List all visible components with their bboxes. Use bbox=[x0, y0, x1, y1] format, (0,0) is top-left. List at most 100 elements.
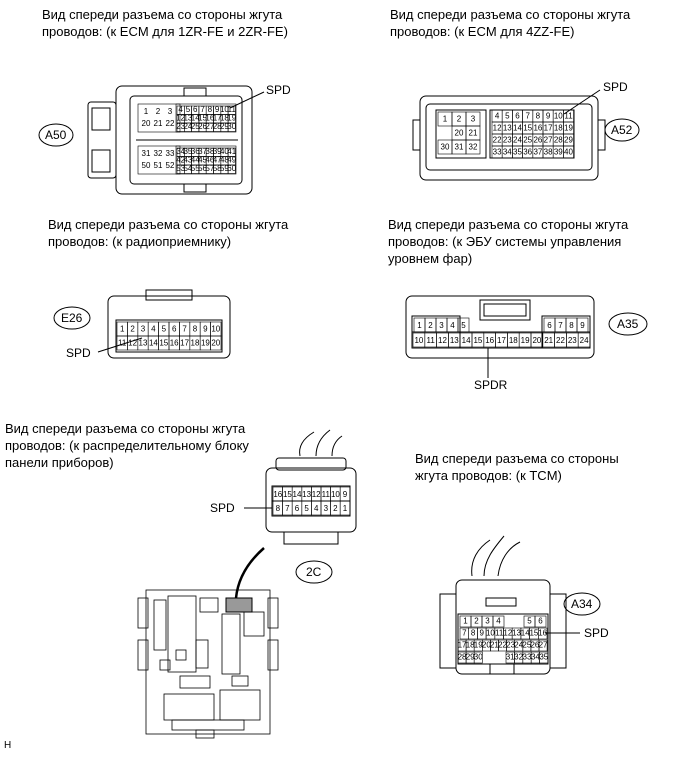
a35-pin-10: 10 bbox=[414, 336, 423, 345]
a34-pin-27: 27 bbox=[539, 640, 548, 649]
e26-pin-18: 18 bbox=[191, 339, 200, 348]
c2-pin-2: 2 bbox=[333, 504, 338, 513]
a34-pin-2: 2 bbox=[474, 617, 479, 626]
a35-pin-cell bbox=[577, 332, 591, 348]
c2-pin-12: 12 bbox=[312, 490, 321, 499]
a52-pin-30: 30 bbox=[441, 143, 450, 152]
tag-a52: A52 bbox=[611, 123, 633, 137]
a50-pin-44: 44 bbox=[191, 155, 200, 164]
a50-pin-10: 10 bbox=[220, 105, 229, 114]
a50-pin-cell bbox=[227, 164, 236, 174]
a34-pin-35: 35 bbox=[539, 652, 548, 661]
e26-pin-17: 17 bbox=[180, 339, 189, 348]
signal-label-2c: SPD bbox=[210, 501, 235, 515]
e26-pin-15: 15 bbox=[159, 339, 168, 348]
e26-pin-cell bbox=[210, 335, 222, 351]
signal-label-a35: SPDR bbox=[474, 378, 508, 392]
a50-pin-15: 15 bbox=[198, 113, 207, 122]
a52-pin-19: 19 bbox=[564, 124, 573, 133]
e26-pin-8: 8 bbox=[193, 325, 198, 334]
a35-pin-19: 19 bbox=[521, 336, 530, 345]
a50-pin-6: 6 bbox=[193, 105, 198, 114]
a50-pin-3: 3 bbox=[168, 107, 173, 116]
c2-pin-5: 5 bbox=[304, 504, 309, 513]
a34-pin-26: 26 bbox=[530, 640, 539, 649]
a50-pin-8: 8 bbox=[208, 105, 213, 114]
c2-pin-3: 3 bbox=[324, 504, 329, 513]
caption-a34: Вид спереди разъема со стороны жгута про… bbox=[415, 451, 619, 483]
a50-pin-21: 21 bbox=[154, 119, 163, 128]
a34-pin-16: 16 bbox=[538, 629, 547, 638]
a52-pin-12: 12 bbox=[493, 124, 502, 133]
a34-pin-9: 9 bbox=[480, 629, 485, 638]
a50-pin-26: 26 bbox=[198, 122, 207, 131]
c2-pin-7: 7 bbox=[285, 504, 290, 513]
a35-pin-7: 7 bbox=[558, 321, 563, 330]
a35-pin-4: 4 bbox=[450, 321, 455, 330]
e26-pin-20: 20 bbox=[211, 339, 220, 348]
a34-pin-4: 4 bbox=[496, 617, 501, 626]
a50-pin-39: 39 bbox=[213, 147, 222, 156]
a35-pin-cell bbox=[457, 317, 470, 333]
a50-pin-1: 1 bbox=[144, 107, 149, 116]
a50-pin-45: 45 bbox=[198, 155, 207, 164]
a52-pin-22: 22 bbox=[493, 136, 502, 145]
c2-pin-16: 16 bbox=[273, 490, 282, 499]
signal-label-a52: SPD bbox=[603, 80, 628, 94]
a35-pin-cell bbox=[576, 317, 589, 333]
a52-pin-27: 27 bbox=[544, 136, 553, 145]
a52-pin-20: 20 bbox=[455, 129, 464, 138]
a52-pin-cell bbox=[465, 139, 481, 155]
a34-pin-23: 23 bbox=[506, 640, 515, 649]
a50-pin-47: 47 bbox=[213, 155, 222, 164]
a50-pin-60: 60 bbox=[227, 164, 236, 173]
a52-pin-39: 39 bbox=[554, 148, 563, 157]
a50-pin-16: 16 bbox=[205, 113, 214, 122]
a35-pin-9: 9 bbox=[580, 321, 585, 330]
a34-pin-cell bbox=[473, 651, 483, 664]
e26-pin-11: 11 bbox=[118, 339, 127, 348]
connector-a50 bbox=[87, 85, 265, 195]
a52-pin-15: 15 bbox=[523, 124, 532, 133]
a34-pin-20: 20 bbox=[482, 640, 491, 649]
e26-pin-4: 4 bbox=[151, 325, 156, 334]
a50-pin-59: 59 bbox=[220, 164, 229, 173]
caption-a52: Вид спереди разъема со стороны жгута про… bbox=[390, 7, 631, 39]
a52-pin-36: 36 bbox=[523, 148, 532, 157]
caption-a35: Вид спереди разъема со стороны жгута про… bbox=[388, 217, 629, 266]
a50-pin-53: 53 bbox=[176, 164, 185, 173]
e26-pin-16: 16 bbox=[170, 339, 179, 348]
a34-pin-cell bbox=[492, 615, 505, 628]
a34-pin-cell bbox=[538, 639, 548, 652]
e26-pin-1: 1 bbox=[120, 325, 125, 334]
a50-pin-32: 32 bbox=[154, 149, 163, 158]
a52-pin-25: 25 bbox=[523, 136, 532, 145]
a34-pin-17: 17 bbox=[458, 640, 467, 649]
highlighted-connector-location bbox=[225, 597, 253, 613]
a34-pin-28: 28 bbox=[458, 652, 467, 661]
e26-pin-9: 9 bbox=[203, 325, 208, 334]
c2-pin-15: 15 bbox=[283, 490, 292, 499]
a52-pin-23: 23 bbox=[503, 136, 512, 145]
e26-pin-19: 19 bbox=[201, 339, 210, 348]
a34-pin-22: 22 bbox=[498, 640, 507, 649]
e26-pin-2: 2 bbox=[130, 325, 135, 334]
e26-pin-12: 12 bbox=[128, 339, 137, 348]
a34-pin-12: 12 bbox=[503, 629, 512, 638]
tag-a34-oval bbox=[563, 592, 601, 616]
a50-pin-41: 41 bbox=[227, 147, 236, 156]
a50-pin-38: 38 bbox=[205, 147, 214, 156]
caption-2c: Вид спереди разъема со стороны жгута про… bbox=[5, 421, 249, 470]
a50-pin-5: 5 bbox=[186, 105, 191, 114]
a52-pin-3: 3 bbox=[471, 115, 476, 124]
connector-a34 bbox=[439, 535, 580, 675]
a34-pin-19: 19 bbox=[474, 640, 483, 649]
caption-a50: Вид спереди разъема со стороны жгута про… bbox=[42, 7, 288, 39]
a35-pin-17: 17 bbox=[497, 336, 506, 345]
connector-a35 bbox=[405, 295, 595, 378]
a35-pin-21: 21 bbox=[544, 336, 553, 345]
a34-pin-25: 25 bbox=[522, 640, 531, 649]
a35-pin-2: 2 bbox=[428, 321, 433, 330]
tag-a35: A35 bbox=[617, 317, 639, 331]
a52-pin-37: 37 bbox=[533, 148, 542, 157]
